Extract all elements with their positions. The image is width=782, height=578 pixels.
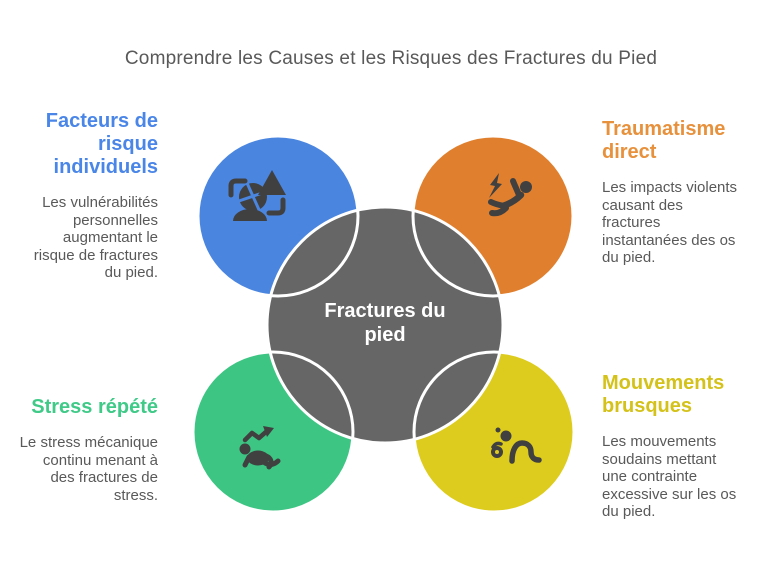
falling-person-lightning-icon xyxy=(488,173,532,217)
node-description-repeated-stress: Le stress mécanique continu menant à des… xyxy=(19,434,158,504)
center-label: Fractures du pied xyxy=(324,300,446,346)
center-circle xyxy=(265,205,505,445)
petal-outline-arcs xyxy=(191,134,576,514)
node-text-sudden-movements: Mouvements brusques Les mouvements souda… xyxy=(602,372,760,521)
node-description-direct-trauma: Les impacts violents causant des fractur… xyxy=(602,179,738,266)
node-heading-individual-risk-factors: Facteurs de risque individuels xyxy=(45,110,158,178)
person-trend-arrow-icon xyxy=(239,426,281,470)
node-description-sudden-movements: Les mouvements soudains mettant une cont… xyxy=(602,433,737,520)
node-heading-direct-trauma: Traumatisme direct xyxy=(602,118,726,163)
page-title: Comprendre les Causes et les Risques des… xyxy=(124,48,658,69)
node-heading-sudden-movements: Mouvements brusques xyxy=(602,372,725,417)
node-text-individual-risk-factors: Facteurs de risque individuels Les vulné… xyxy=(8,110,158,282)
node-description-individual-risk-factors: Les vulnérabilités personnelles augmenta… xyxy=(33,194,158,281)
stumbling-person-icon xyxy=(491,427,542,464)
node-text-direct-trauma: Traumatisme direct Les impacts violents … xyxy=(602,118,760,267)
node-text-repeated-stress: Stress répété Le stress mécanique contin… xyxy=(8,396,158,504)
person-assessment-shapes-icon xyxy=(228,170,286,221)
node-heading-repeated-stress: Stress répété xyxy=(31,396,158,418)
